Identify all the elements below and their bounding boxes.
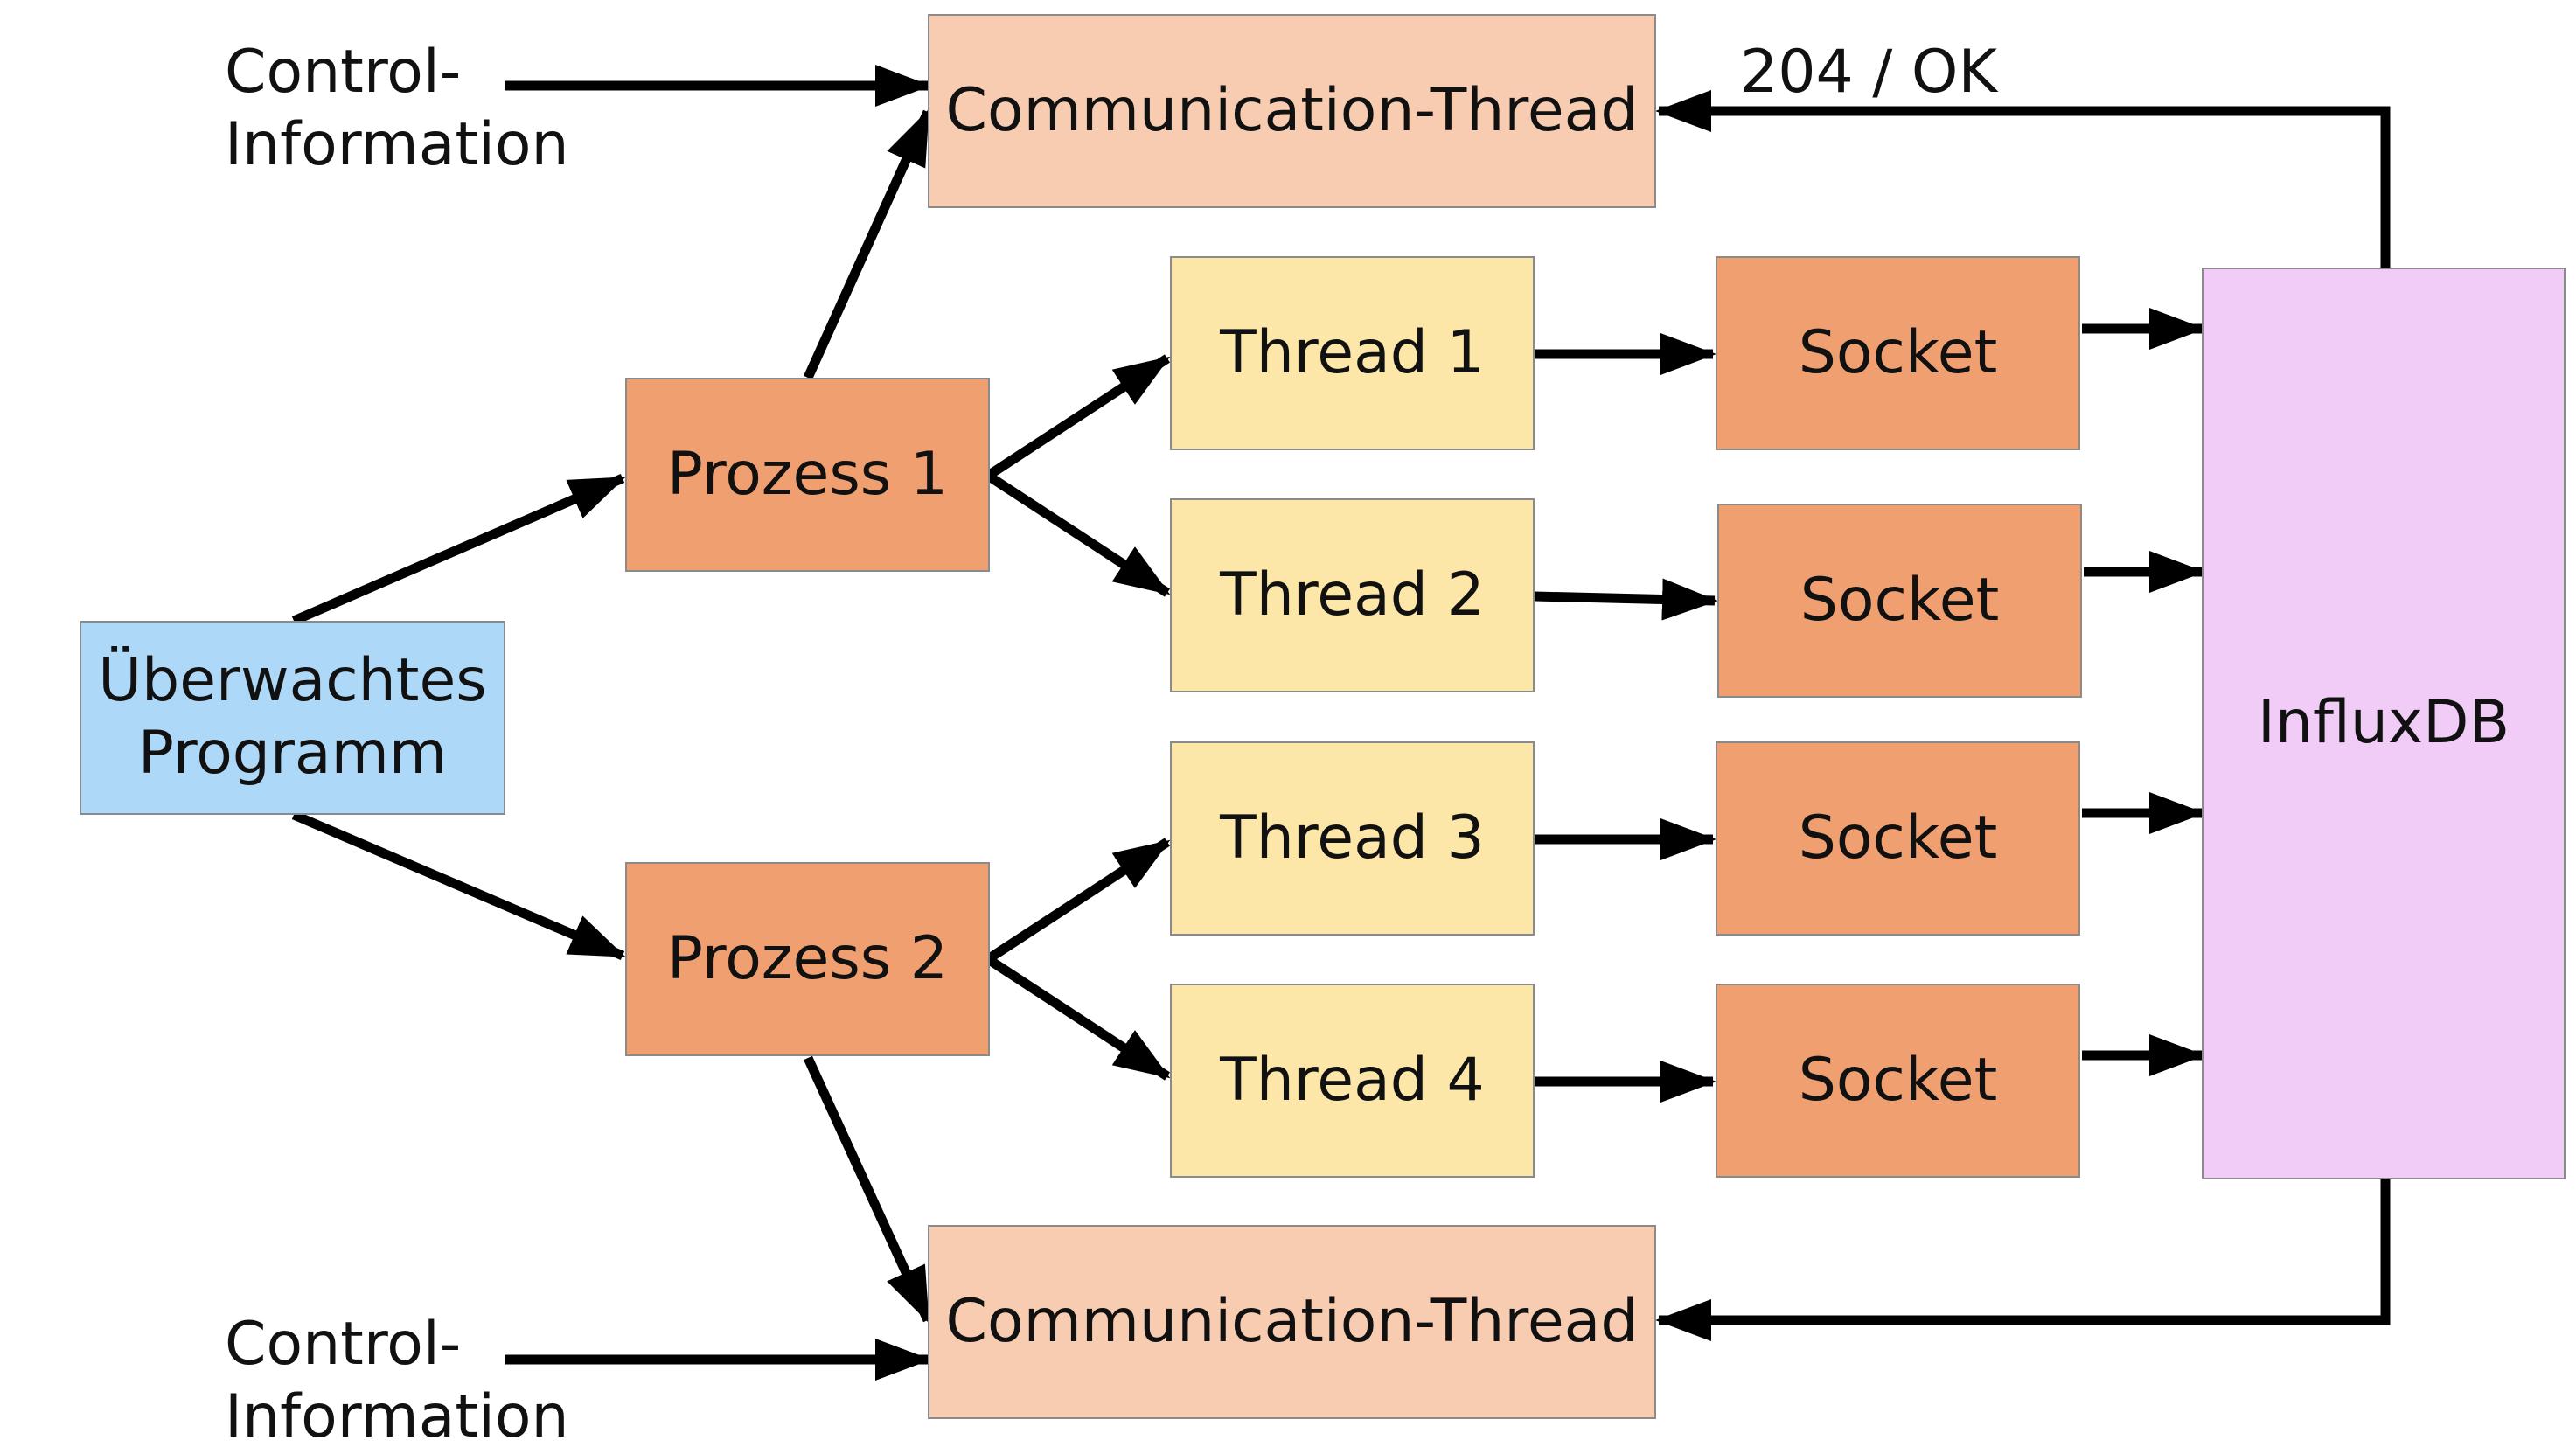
node-socket-3: Socket [1716, 741, 2080, 936]
edge-program-process2 [291, 810, 626, 961]
node-socket-2-label: Socket [1800, 565, 2000, 635]
node-comm-thread-top: Communication-Thread [928, 14, 1656, 208]
node-socket-4: Socket [1716, 984, 2080, 1178]
node-process-1-label: Prozess 1 [666, 439, 949, 509]
node-thread-2-label: Thread 2 [1220, 560, 1485, 630]
node-socket-3-label: Socket [1798, 803, 1998, 873]
edge-influx-comm-top [1655, 90, 2391, 268]
edge-process2-thread4 [985, 955, 1171, 1081]
node-comm-thread-bottom: Communication-Thread [928, 1225, 1656, 1419]
node-influxdb-label: InfluxDB [2257, 688, 2510, 758]
edge-process1-thread1 [985, 354, 1171, 480]
edge-influx-comm-bottom [1655, 1179, 2391, 1341]
node-thread-4-label: Thread 4 [1220, 1045, 1485, 1115]
node-thread-3: Thread 3 [1170, 741, 1535, 936]
node-comm-thread-bottom-label: Communication-Thread [945, 1286, 1639, 1356]
edge-program-process1 [291, 473, 626, 626]
node-program-label: Überwachtes Programm [98, 646, 487, 788]
label-control-information-bottom: Control- Information [225, 1310, 569, 1451]
label-response-204-ok: 204 / OK [1740, 38, 1998, 107]
node-socket-2: Socket [1717, 504, 2082, 698]
node-comm-thread-top-label: Communication-Thread [945, 75, 1639, 145]
edge-process2-thread3 [985, 838, 1171, 964]
node-process-2-label: Prozess 2 [666, 923, 949, 993]
node-thread-1-label: Thread 1 [1220, 317, 1485, 387]
node-thread-1: Thread 1 [1170, 256, 1535, 450]
edge-process1-comm-top [803, 108, 933, 380]
node-thread-2: Thread 2 [1170, 498, 1535, 692]
node-socket-1: Socket [1716, 256, 2080, 450]
node-socket-1-label: Socket [1798, 317, 1998, 387]
edge-process1-thread2 [985, 471, 1171, 597]
node-thread-4: Thread 4 [1170, 984, 1535, 1178]
node-socket-4-label: Socket [1798, 1045, 1998, 1115]
node-process-1: Prozess 1 [625, 378, 990, 572]
label-control-information-top: Control- Information [225, 38, 569, 179]
node-thread-3-label: Thread 3 [1220, 803, 1485, 873]
node-program: Überwachtes Programm [80, 621, 505, 815]
edge-thread2-socket2 [1534, 578, 1718, 621]
node-influxdb: InfluxDB [2202, 268, 2566, 1179]
edge-process2-comm-bottom [803, 1055, 933, 1324]
node-process-2: Prozess 2 [625, 862, 990, 1056]
